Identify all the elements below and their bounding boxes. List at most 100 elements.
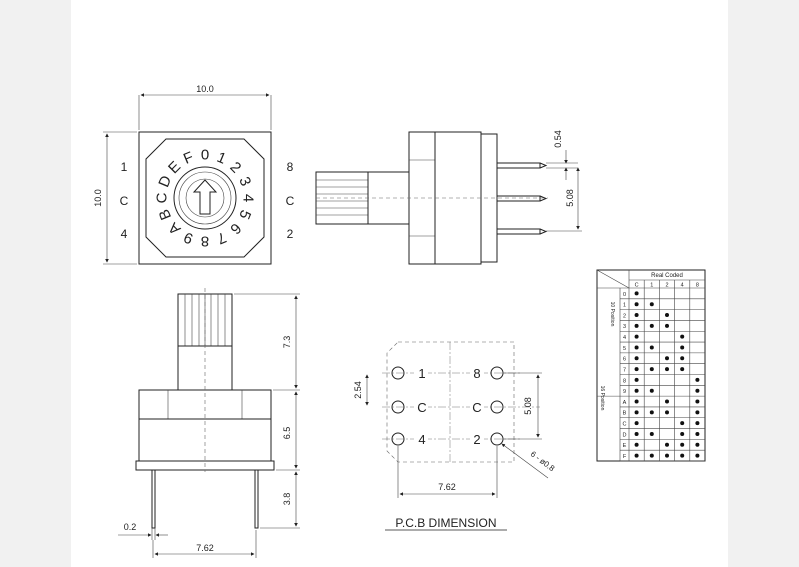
dial-char: 5	[235, 207, 254, 221]
code-table-dot	[665, 453, 669, 458]
pcb-label-2: 2	[473, 432, 480, 447]
code-table-position: D	[623, 432, 627, 438]
dial-inner	[185, 178, 225, 218]
top-left-pin-1: 1	[121, 160, 128, 174]
code-table-dot	[665, 313, 669, 318]
code-table-dot	[649, 388, 654, 393]
side-view: 0.54 5.08	[315, 130, 582, 265]
pcb-hole-note: 6 - ø0.8	[529, 449, 557, 473]
code-table-position: E	[623, 443, 627, 449]
top-view-body	[138, 131, 272, 265]
code-table-dot	[634, 323, 639, 328]
top-width-dim: 10.0	[196, 84, 214, 94]
code-table-position: 7	[623, 367, 626, 373]
front-pin-length-dim: 3.8	[282, 493, 292, 506]
dial-char: 2	[226, 159, 244, 177]
code-table-dot	[649, 345, 654, 350]
code-table-dot	[680, 345, 685, 350]
top-right-pin-8: 8	[287, 160, 294, 174]
side-pin-width-dim: 0.54	[553, 130, 563, 148]
code-table-dot	[649, 367, 654, 372]
pcb-label-1: 1	[418, 366, 425, 381]
code-table-dot	[634, 377, 639, 382]
code-table-dot	[665, 367, 669, 372]
code-table-dot	[634, 367, 639, 372]
code-table-dot	[695, 388, 700, 393]
front-pin-spacing-dim: 7.62	[196, 543, 214, 553]
dial-char: E	[165, 158, 184, 177]
code-table-position: 6	[623, 357, 626, 363]
code-table-dot	[680, 431, 685, 436]
code-table-dot	[634, 453, 639, 458]
side-pin-top	[496, 162, 541, 169]
code-table-position: 1	[623, 303, 626, 309]
code-table-position: 3	[623, 324, 626, 330]
code-table-group-10: 10 Position	[609, 302, 615, 327]
code-table-col-header: 1	[650, 283, 653, 289]
pcb-label-4: 4	[418, 432, 425, 447]
pcb-label-c-left: C	[417, 400, 426, 415]
code-table-dot	[665, 399, 669, 404]
front-shaft-dim: 7.3	[282, 336, 292, 349]
code-table-position: F	[623, 454, 627, 460]
pcb-row-pitch-dim: 2.54	[353, 381, 363, 399]
pcb-outline	[386, 341, 515, 463]
code-table-dot	[695, 453, 700, 458]
code-table-dot	[634, 291, 639, 296]
top-left-pin-4: 4	[121, 227, 128, 241]
code-table-position: 5	[623, 346, 626, 352]
code-table-dot	[680, 367, 685, 372]
code-table-position: 4	[623, 335, 626, 341]
code-table-dot	[680, 453, 685, 458]
code-table-dot	[649, 302, 654, 307]
code-table-dot	[665, 356, 669, 361]
pcb-right-pitch-dim: 5.08	[523, 397, 533, 415]
front-pin-thickness-dim: 0.2	[124, 522, 137, 532]
dial-char: 1	[214, 149, 228, 168]
code-table-dot	[695, 421, 700, 426]
side-pin-bottom	[496, 228, 541, 235]
code-table-header: Real Coded	[651, 273, 683, 279]
dial-char: 4	[240, 194, 257, 202]
code-table-dot	[649, 453, 654, 458]
code-table-dot	[695, 377, 700, 382]
code-table-group-16: 16 Position	[599, 386, 605, 411]
code-table-col-header: 4	[681, 283, 684, 289]
code-table-dot	[634, 421, 639, 426]
top-height-dim: 10.0	[93, 189, 103, 207]
code-table-dot	[680, 334, 685, 339]
code-table-dot	[634, 302, 639, 307]
dial-serration	[178, 171, 232, 225]
pcb-hole-4	[391, 432, 405, 446]
top-right-pin-c: C	[286, 194, 295, 208]
side-pitch-dim: 5.08	[565, 189, 575, 207]
pcb-label-c-right: C	[472, 400, 481, 415]
front-pin-right	[254, 469, 259, 529]
dial-char: 7	[214, 228, 228, 247]
code-table-position: 8	[623, 378, 626, 384]
dial-char: F	[181, 149, 196, 168]
pcb-hole-c-right	[490, 400, 504, 414]
code-table-position: A	[623, 400, 627, 406]
top-view-octagon	[145, 138, 265, 258]
pcb-title: P.C.B DIMENSION	[395, 516, 496, 530]
code-table-position: 0	[623, 292, 626, 298]
side-pin-mid	[496, 195, 541, 202]
code-table-dot	[634, 431, 639, 436]
code-table-dot	[665, 410, 669, 415]
code-table-dot	[695, 442, 700, 447]
code-table-dot	[680, 356, 685, 361]
code-table-position: 9	[623, 389, 626, 395]
code-table-dot	[634, 345, 639, 350]
code-table-col-header: 8	[696, 283, 699, 289]
code-table-dot	[634, 313, 639, 318]
dial-char: 3	[235, 174, 254, 188]
front-view: 7.3 6.5 3.8 0.2 7.62	[118, 288, 300, 558]
code-table-position: B	[623, 411, 627, 417]
code-table-dot	[649, 431, 654, 436]
pcb-label-8: 8	[473, 366, 480, 381]
top-right-pin-2: 2	[287, 227, 294, 241]
pcb-col-spacing-dim: 7.62	[438, 482, 456, 492]
